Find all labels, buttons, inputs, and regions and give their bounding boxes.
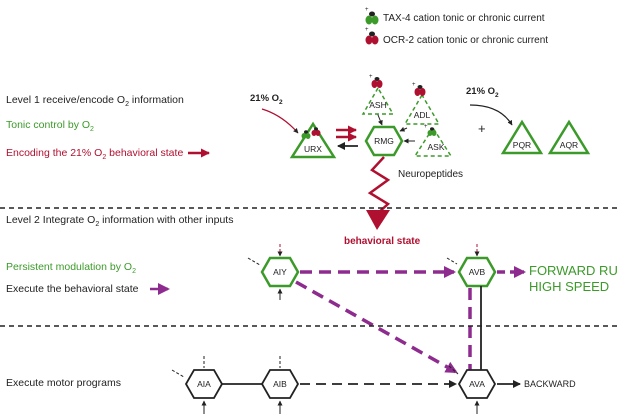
- neuron-pqr: PQR: [500, 119, 544, 155]
- forward-run-label: FORWARD RUN: [529, 263, 617, 278]
- neuropeptides-signal: [367, 156, 391, 214]
- svg-text:AVB: AVB: [469, 267, 486, 277]
- high-speed-label: HIGH SPEED: [529, 279, 609, 294]
- backward-label: BACKWARD: [524, 379, 576, 389]
- neuron-avb: AVB: [457, 256, 497, 288]
- execute-state-label: Execute the behavioral state: [6, 283, 139, 295]
- neuron-ask: ASK +: [413, 124, 453, 157]
- tax4-channel-icon: +: [424, 124, 437, 136]
- neuron-rmg: RMG: [364, 125, 404, 157]
- tonic-control-label: Tonic control by O2: [6, 119, 94, 133]
- svg-text:+: +: [412, 82, 416, 88]
- svg-text:ASH: ASH: [369, 100, 386, 110]
- oxygen-21-label-left: 21% O2: [250, 93, 283, 106]
- behavioral-state-label: behavioral state: [344, 236, 421, 247]
- ocr2-channel-icon: [311, 127, 321, 136]
- ocr2-legend-label: OCR-2 cation tonic or chronic current: [383, 35, 548, 46]
- neuron-aqr: AQR: [547, 119, 591, 155]
- svg-text:+: +: [365, 27, 369, 33]
- svg-text:ASK: ASK: [427, 142, 444, 152]
- svg-text:AIY: AIY: [273, 267, 287, 277]
- neuron-urx: URX: [289, 121, 337, 159]
- oxygen-input-arrow-pqr: [469, 104, 513, 126]
- tax4-legend-label: TAX-4 cation tonic or chronic current: [383, 13, 545, 24]
- neuron-aib: AIB: [260, 369, 300, 399]
- neuropeptides-label: Neuropeptides: [398, 169, 463, 180]
- svg-text:AIA: AIA: [197, 379, 211, 389]
- ocr2-channel-icon: +: [369, 74, 383, 88]
- level2-title: Level 2 Integrate O2 information with ot…: [6, 214, 233, 228]
- aiy-to-ava-arrow: [295, 280, 458, 374]
- ocr2-channel-icon: +: [365, 27, 379, 45]
- svg-text:AQR: AQR: [560, 140, 578, 150]
- neuron-ava: AVA: [457, 369, 497, 399]
- svg-text:AIB: AIB: [273, 379, 287, 389]
- svg-text:ADL: ADL: [414, 110, 431, 120]
- tax4-channel-icon: [301, 130, 311, 139]
- plus-sign: +: [478, 121, 486, 136]
- neuron-ash: ASH +: [361, 74, 395, 115]
- persistent-modulation-label: Persistent modulation by O2: [6, 261, 136, 275]
- svg-text:URX: URX: [304, 144, 322, 154]
- neuron-aiy: AIY: [260, 256, 300, 288]
- oxygen-21-label-right: 21% O2: [466, 86, 499, 99]
- encoding-label: Encoding the 21% O2 behavioral state: [6, 147, 183, 161]
- svg-text:+: +: [424, 124, 428, 130]
- ocr2-channel-icon: +: [412, 82, 426, 96]
- neuron-adl: ADL +: [403, 82, 441, 125]
- oxygen-input-arrow-urx: [261, 108, 299, 134]
- tax4-channel-icon: +: [365, 7, 379, 25]
- svg-text:RMG: RMG: [374, 136, 394, 146]
- neuron-aia: AIA: [184, 369, 224, 399]
- motor-programs-label: Execute motor programs: [6, 377, 121, 389]
- svg-text:AVA: AVA: [469, 379, 485, 389]
- svg-text:+: +: [365, 7, 369, 13]
- svg-text:+: +: [369, 74, 373, 80]
- svg-text:PQR: PQR: [513, 140, 531, 150]
- legend: + TAX-4 cation tonic or chronic current …: [365, 7, 548, 46]
- level1-title: Level 1 receive/encode O2 information: [6, 94, 184, 108]
